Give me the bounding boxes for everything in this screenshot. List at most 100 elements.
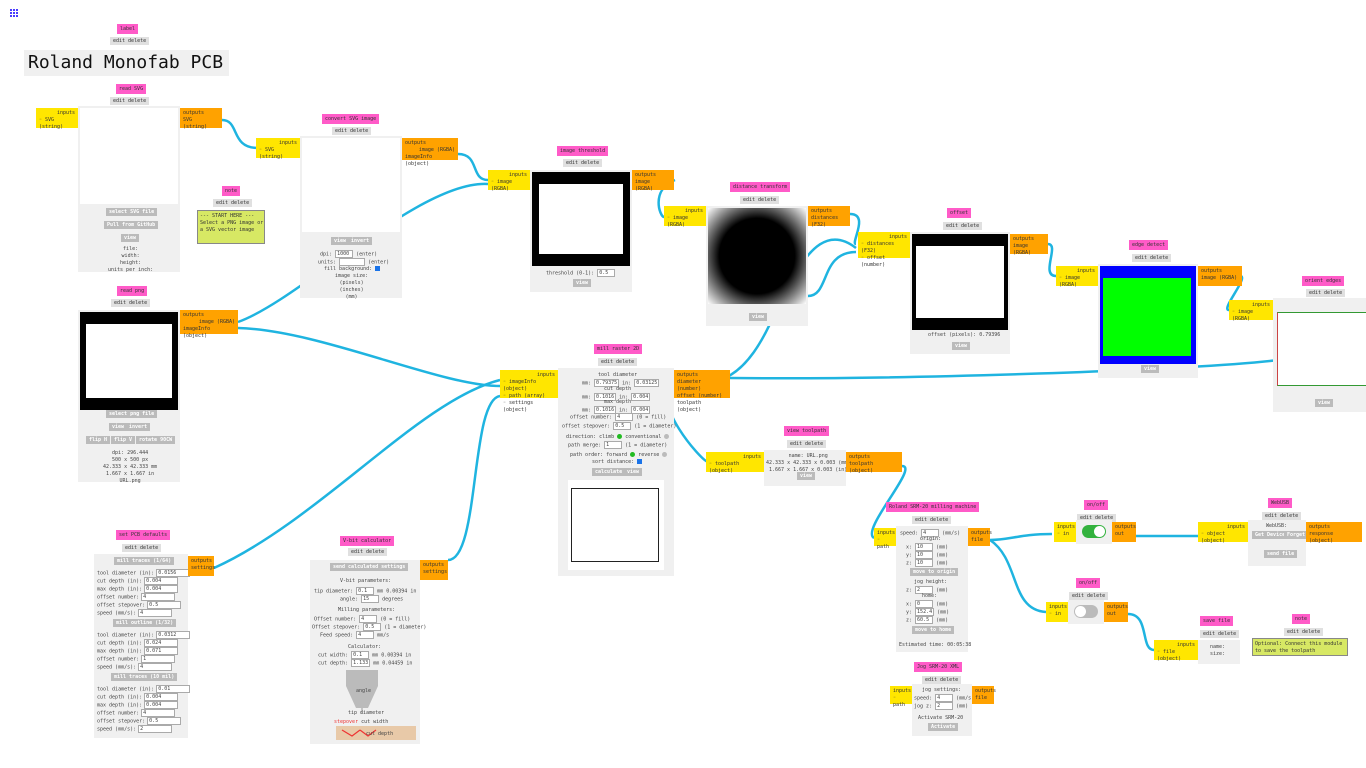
pcb-setting-input[interactable]: 4 — [138, 609, 173, 617]
edge-detect-view-button[interactable]: view — [1141, 365, 1160, 373]
path-merge-input[interactable]: 1 — [604, 441, 623, 449]
offset-edit[interactable]: edit delete — [943, 222, 983, 230]
pcb-setting-input[interactable]: 0.004 — [144, 585, 179, 593]
view-toolpath-edit[interactable]: edit delete — [787, 440, 827, 448]
offset-view-button[interactable]: view — [952, 342, 971, 350]
label-module-edit[interactable]: edit delete — [110, 37, 150, 45]
rotate-button[interactable]: rotate 90CW — [136, 436, 176, 444]
flip-h-button[interactable]: flip H — [86, 436, 111, 444]
home-y-input[interactable]: 152.4 — [915, 608, 935, 616]
note1-edit[interactable]: edit delete — [213, 199, 253, 207]
angle-input[interactable]: 15 — [361, 595, 380, 603]
jog-z-input[interactable]: 2 — [935, 702, 954, 710]
vbit-tag[interactable]: V-bit calculator — [340, 536, 395, 546]
read-png-tag[interactable]: read png — [117, 286, 148, 296]
onoff1-toggle[interactable] — [1082, 525, 1106, 538]
pcb-setting-input[interactable]: 0.004 — [144, 577, 179, 585]
cut-width-input[interactable]: 0.1 — [351, 651, 370, 659]
edge-detect-edit[interactable]: edit delete — [1132, 254, 1172, 262]
grid-icon[interactable] — [10, 9, 18, 17]
origin-x-input[interactable]: 10 — [915, 543, 934, 551]
distance-transform-edit[interactable]: edit delete — [740, 196, 780, 204]
pcb-setting-input[interactable]: 0.01 — [156, 685, 191, 693]
offset-stepover-input[interactable]: 0.5 — [613, 422, 632, 430]
read-svg-view-button[interactable]: view — [121, 234, 140, 242]
reverse-radio[interactable] — [662, 452, 668, 457]
set-pcb-edit[interactable]: edit delete — [122, 544, 162, 552]
read-png-edit[interactable]: edit delete — [111, 299, 151, 307]
mill-raster-inputs[interactable]: inputs◦ imageInfo (object)◦ path (array)… — [500, 370, 558, 413]
note1-text[interactable]: --- START HERE --- Select a PNG image or… — [197, 210, 265, 244]
dpi-input[interactable]: 1000 — [335, 250, 354, 258]
convert-svg-invert-button[interactable]: invert — [348, 237, 373, 245]
fill-background-checkbox[interactable] — [375, 266, 381, 271]
select-png-button[interactable]: select png file — [106, 410, 158, 418]
offset-number-input[interactable]: 4 — [615, 413, 634, 421]
select-svg-button[interactable]: select SVG file — [106, 208, 158, 216]
vbit-cut-depth-input[interactable]: 1.133 — [351, 659, 371, 667]
edge-detect-inputs[interactable]: inputs◦ image (RGBA) — [1056, 266, 1098, 288]
orient-edges-view-button[interactable]: view — [1315, 399, 1334, 407]
cut-depth-in-input[interactable]: 0.004 — [631, 393, 651, 401]
conventional-radio[interactable] — [664, 434, 670, 439]
save-file-inputs[interactable]: inputs◦ file (object) — [1154, 640, 1198, 662]
onoff2-edit[interactable]: edit delete — [1069, 592, 1109, 600]
pcb-setting-input[interactable]: 0.5 — [147, 717, 182, 725]
webusb-edit[interactable]: edit delete — [1262, 512, 1302, 520]
pcb-setting-input[interactable]: 4 — [141, 593, 176, 601]
onoff2-toggle[interactable] — [1074, 605, 1098, 618]
activate-button[interactable]: Activate — [928, 723, 959, 731]
read-png-view-button[interactable]: view — [109, 423, 128, 431]
note2-tag[interactable]: note — [1292, 614, 1311, 624]
offset-inputs[interactable]: inputs◦ distances (F32)◦ offset (number) — [858, 232, 910, 268]
label-module-tag[interactable]: label — [117, 24, 139, 34]
view-toolpath-view-button[interactable]: view — [797, 472, 816, 480]
note2-edit[interactable]: edit delete — [1284, 628, 1324, 636]
climb-radio[interactable] — [617, 434, 623, 439]
webusb-inputs[interactable]: inputs◦ object (object) — [1198, 522, 1248, 544]
srm-jog-tag[interactable]: Jog SRM-20 XML — [914, 662, 963, 672]
read-png-invert-button[interactable]: invert — [126, 423, 151, 431]
pcb-setting-input[interactable]: 1 — [141, 655, 176, 663]
orient-edges-tag[interactable]: orient edges — [1302, 276, 1345, 286]
save-file-tag[interactable]: save file — [1200, 616, 1234, 626]
read-svg-inputs[interactable]: inputs◦ SVG (string) — [36, 108, 78, 130]
mill-raster-view-button[interactable]: view — [624, 468, 643, 476]
webusb-tag[interactable]: WebUSB — [1268, 498, 1293, 508]
distance-transform-view-button[interactable]: view — [749, 313, 768, 321]
send-settings-button[interactable]: send calculated settings — [330, 563, 409, 571]
view-toolpath-tag[interactable]: view toolpath — [784, 426, 830, 436]
convert-svg-view-button[interactable]: view — [331, 237, 350, 245]
send-file-button[interactable]: send file — [1264, 550, 1298, 558]
distance-transform-inputs[interactable]: inputs◦ image (RGBA) — [664, 206, 706, 228]
distance-transform-tag[interactable]: distance transform — [730, 182, 791, 192]
move-to-home-button[interactable]: move to home — [912, 626, 955, 634]
home-z-input[interactable]: 60.5 — [915, 616, 934, 624]
sort-distance-checkbox[interactable] — [637, 459, 643, 464]
move-to-origin-button[interactable]: move to origin — [910, 568, 959, 576]
roland-tag[interactable]: Roland SRM-20 milling machine — [886, 502, 980, 512]
mill-raster-tag[interactable]: mill raster 2D — [594, 344, 643, 354]
orient-edges-edit[interactable]: edit delete — [1306, 289, 1346, 297]
pcb-setting-input[interactable]: 0.004 — [144, 701, 179, 709]
pcb-setting-input[interactable]: 4 — [138, 663, 173, 671]
roland-edit[interactable]: edit delete — [912, 516, 952, 524]
vbit-offset-stepover-input[interactable]: 0.5 — [363, 623, 382, 631]
units-input[interactable] — [339, 258, 366, 266]
offset-input[interactable]: 0.79396 — [979, 332, 1001, 338]
save-file-edit[interactable]: edit delete — [1200, 630, 1240, 638]
calculate-button[interactable]: calculate — [592, 468, 626, 476]
pcb-setting-input[interactable]: 0.0156 — [156, 569, 191, 577]
read-svg-tag[interactable]: read SVG — [116, 84, 147, 94]
mill-outline-button[interactable]: mill outline (1/32) — [113, 619, 177, 627]
convert-svg-inputs[interactable]: inputs◦ SVG (string) — [256, 138, 300, 160]
read-svg-edit[interactable]: edit delete — [110, 97, 150, 105]
